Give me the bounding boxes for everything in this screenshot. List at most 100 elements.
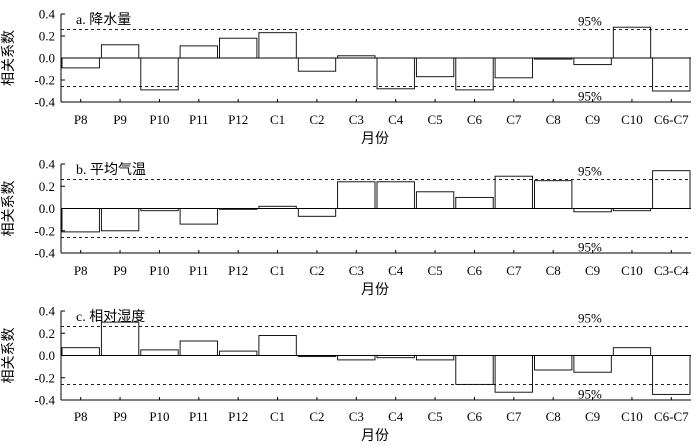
x-tick-label-C9: C9 [585,409,600,424]
bar-P9 [100,44,140,59]
x-tick-label-P9: P9 [113,409,127,424]
x-tick-label-C1: C1 [270,112,285,127]
bar-P9 [100,321,140,356]
bar-C4 [376,57,415,90]
x-tick-label-P8: P8 [74,409,88,424]
panel-title: a. 降水量 [76,12,131,28]
bar-C6-C7 [652,57,691,92]
y-tick-label: 0.2 [39,179,55,194]
bar-C6-C7 [652,355,691,395]
threshold-label-lower: 95% [578,386,602,401]
bar-C3 [337,181,376,209]
x-tick-label-P8: P8 [74,112,88,127]
y-axis-title: 相关系数 [1,30,17,86]
x-tick-label-P10: P10 [149,409,169,424]
bar-C1 [258,32,297,59]
x-tick-label-C10: C10 [621,112,643,127]
bar-C2 [297,208,337,217]
x-tick-label-C7: C7 [506,409,522,424]
y-tick-label: -0.4 [34,95,55,110]
y-tick-label: -0.4 [34,246,55,261]
panel-title: c. 相对湿度 [76,309,145,325]
bar-C4 [376,181,415,209]
x-tick-label-C6: C6 [467,409,483,424]
x-tick-label-C1: C1 [270,263,285,278]
x-tick-label-C6: C6 [467,263,483,278]
y-tick-label: 0.2 [39,326,55,341]
bar-C9 [573,208,612,213]
bar-P8 [61,208,100,233]
bar-C5 [415,191,455,209]
bar-C7 [494,355,533,393]
x-tick-label-C8: C8 [546,409,561,424]
x-tick-label-C6-C7: C6-C7 [654,112,689,127]
x-tick-label-C6-C7: C6-C7 [654,409,689,424]
y-tick-label: 0.0 [39,201,55,216]
x-tick-label-C2: C2 [309,409,324,424]
bar-C5 [415,355,455,361]
x-tick-label-P8: P8 [74,263,88,278]
y-tick-label: 0.4 [39,304,56,319]
x-tick-label-C3: C3 [349,409,364,424]
x-tick-label-C3: C3 [349,263,364,278]
threshold-label-lower: 95% [578,239,602,254]
x-tick-label-P12: P12 [228,112,248,127]
x-tick-label-C10: C10 [621,409,643,424]
bar-C8 [534,180,573,209]
bar-C10 [612,347,652,356]
bar-C7 [494,57,533,79]
y-tick-label: 0.0 [39,348,55,363]
bar-C7 [494,175,533,209]
panel-title: b. 平均气温 [76,162,146,178]
y-axis-title: 相关系数 [1,181,17,237]
x-tick-label-C4: C4 [388,112,404,127]
x-tick-label-C4: C4 [388,409,404,424]
bar-C9 [573,57,612,66]
y-tick-label: -0.4 [34,393,55,408]
y-tick-label: -0.2 [34,223,55,238]
y-tick-label: 0.0 [39,51,55,66]
x-axis-title: 月份 [361,428,389,443]
bar-C10 [612,26,652,59]
x-tick-label-C7: C7 [506,112,522,127]
bar-P11 [179,45,218,59]
x-tick-label-C8: C8 [546,263,561,278]
bar-C3-C4 [652,170,691,209]
x-tick-label-C6: C6 [467,112,483,127]
bar-P12 [219,350,258,356]
y-tick-label: -0.2 [34,370,55,385]
bar-P9 [100,208,140,232]
bar-P12 [219,37,258,59]
threshold-label-upper: 95% [578,164,602,179]
x-tick-label-C9: C9 [585,263,600,278]
bar-C6 [455,57,494,91]
x-tick-label-C3: C3 [349,112,364,127]
x-tick-label-C9: C9 [585,112,600,127]
bar-P8 [61,347,100,356]
x-tick-label-P11: P11 [189,263,209,278]
x-tick-label-P12: P12 [228,263,248,278]
bar-P10 [140,57,179,91]
bar-P11 [179,340,218,356]
y-axis-title: 相关系数 [1,328,17,384]
bar-C3 [337,355,376,361]
threshold-label-upper: 95% [578,13,602,28]
x-tick-label-C7: C7 [506,263,522,278]
bar-P11 [179,208,218,225]
x-tick-label-C3-C4: C3-C4 [654,263,689,278]
y-tick-label: 0.4 [39,7,56,22]
bar-C9 [573,355,612,373]
threshold-label-upper: 95% [578,311,602,326]
x-axis-title: 月份 [361,282,389,298]
bar-P10 [140,349,179,356]
x-axis-title: 月份 [361,131,389,147]
x-tick-label-C1: C1 [270,409,285,424]
x-tick-label-C2: C2 [309,112,324,127]
x-tick-label-P10: P10 [149,112,169,127]
x-tick-label-C5: C5 [427,112,442,127]
x-tick-label-P10: P10 [149,263,169,278]
